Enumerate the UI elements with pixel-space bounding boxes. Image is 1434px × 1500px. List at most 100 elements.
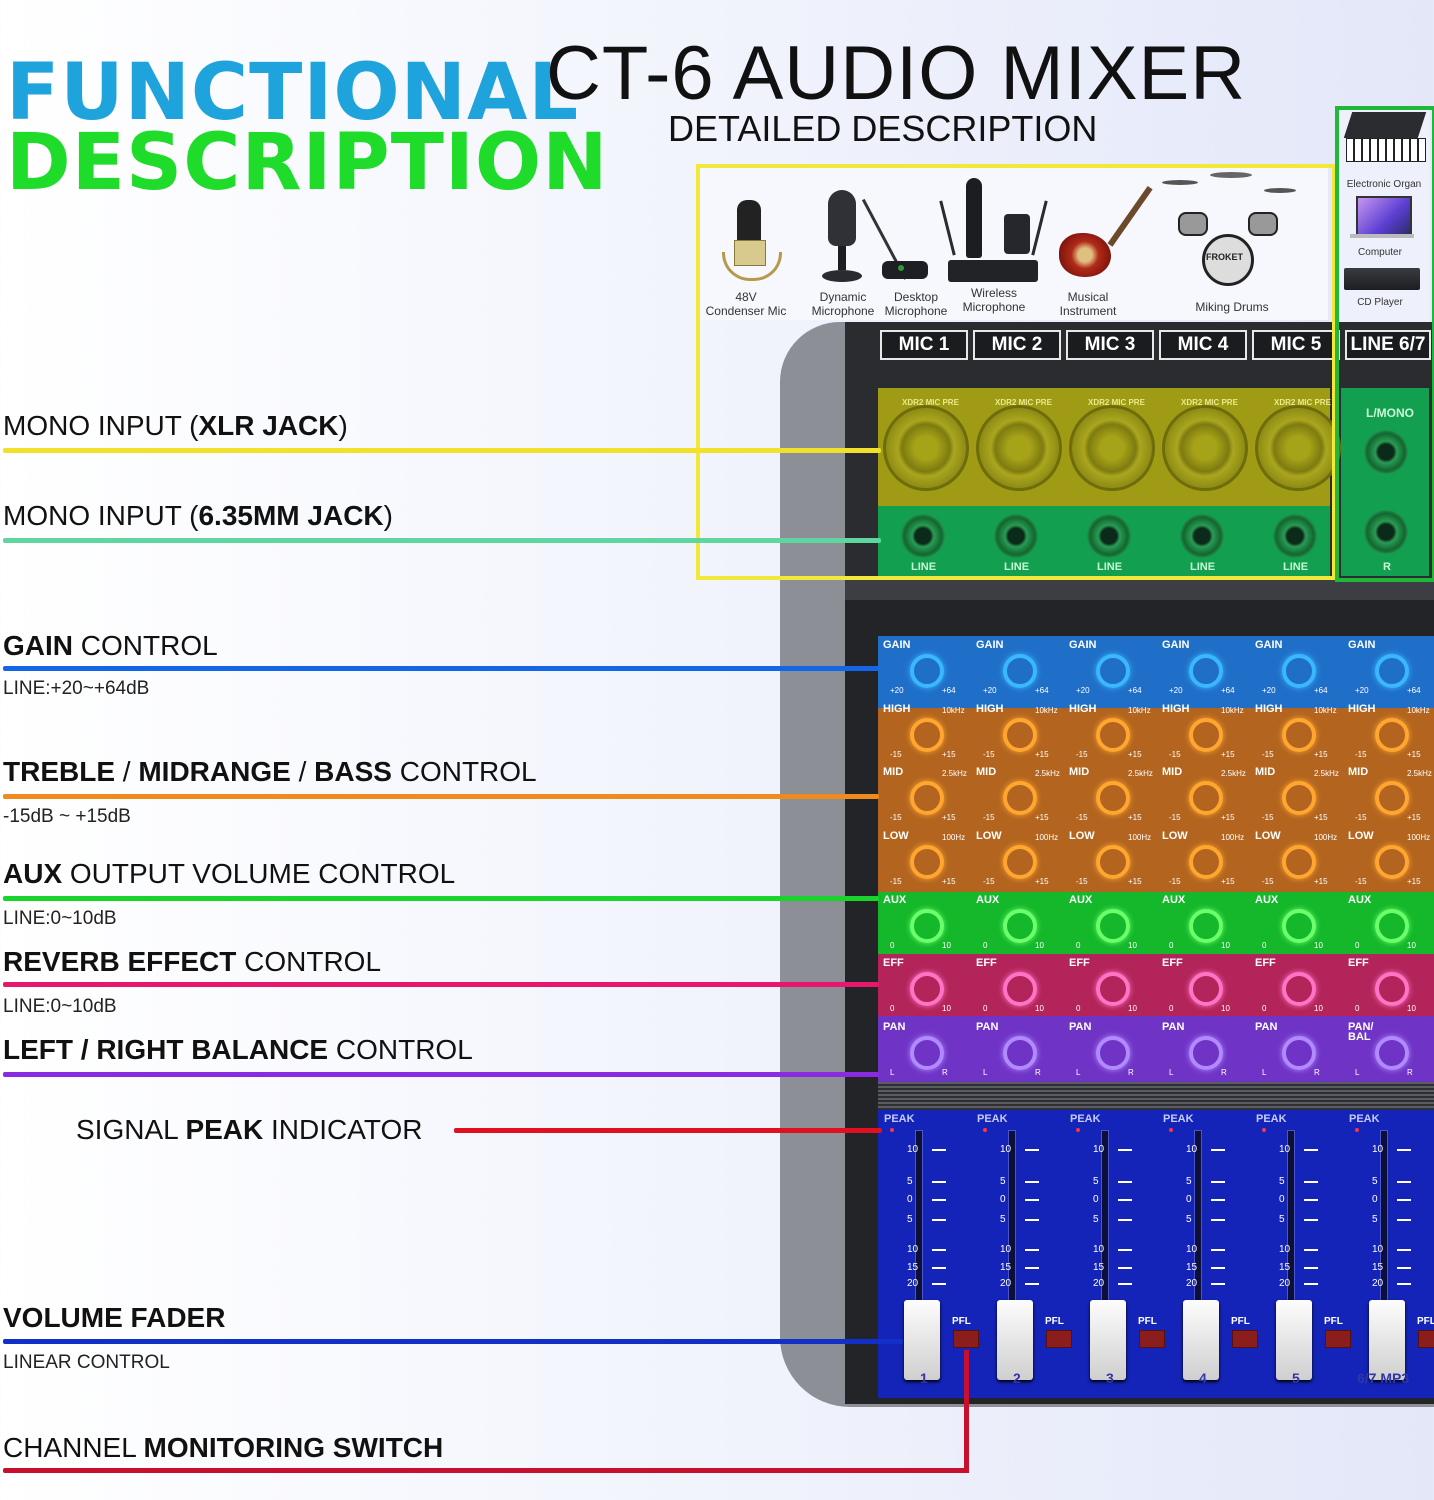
xlr-jack[interactable] <box>883 405 969 491</box>
eff-knob[interactable] <box>1189 972 1223 1006</box>
fader-scale-label: 0 <box>1093 1194 1099 1205</box>
pan-label: PAN <box>883 1021 906 1033</box>
high-eq-knob[interactable] <box>1189 718 1223 752</box>
pan-max: R <box>942 1068 948 1077</box>
high-eq-knob[interactable] <box>1375 718 1409 752</box>
pan-knob[interactable] <box>1003 1036 1037 1070</box>
aux-knob[interactable] <box>1096 909 1130 943</box>
xlr-jack[interactable] <box>976 405 1062 491</box>
line-jack[interactable] <box>1273 514 1317 558</box>
gain-knob[interactable] <box>1003 654 1037 688</box>
pan-knob[interactable] <box>1282 1036 1316 1070</box>
high-eq-knob[interactable] <box>1096 718 1130 752</box>
low-eq-knob[interactable] <box>910 845 944 879</box>
eff-knob[interactable] <box>1003 972 1037 1006</box>
line-jack[interactable] <box>1180 514 1224 558</box>
peak-led <box>1169 1128 1173 1132</box>
low-eq-knob[interactable] <box>1189 845 1223 879</box>
gain-knob[interactable] <box>1282 654 1316 688</box>
fader-scale-label: 5 <box>1093 1176 1099 1187</box>
eff-knob[interactable] <box>910 972 944 1006</box>
gain-knob[interactable] <box>1096 654 1130 688</box>
high-eq-label: HIGH <box>1348 703 1376 715</box>
lmono-jack[interactable] <box>1364 430 1408 474</box>
line-jack[interactable] <box>994 514 1038 558</box>
low-eq-knob[interactable] <box>1096 845 1130 879</box>
line-jack[interactable] <box>901 514 945 558</box>
high-eq-knob[interactable] <box>1003 718 1037 752</box>
pan-knob[interactable] <box>1096 1036 1130 1070</box>
aux-knob[interactable] <box>1189 909 1223 943</box>
gain-max: +64 <box>1221 686 1235 695</box>
fader-channel-number: 3 <box>1106 1370 1114 1386</box>
mid-eq-knob[interactable] <box>1375 781 1409 815</box>
mid-eq-knob[interactable] <box>1003 781 1037 815</box>
volume-fader-knob[interactable] <box>904 1300 940 1380</box>
volume-fader-knob[interactable] <box>997 1300 1033 1380</box>
aux-knob[interactable] <box>1375 909 1409 943</box>
aux-knob[interactable] <box>910 909 944 943</box>
fader-scale-label: 10 <box>1000 1244 1012 1255</box>
low-eq-knob[interactable] <box>1282 845 1316 879</box>
pfl-switch[interactable] <box>1232 1330 1258 1348</box>
low-eq-knob[interactable] <box>1003 845 1037 879</box>
mid-eq-freq: 2.5kHz <box>1407 769 1432 778</box>
pfl-switch[interactable] <box>1046 1330 1072 1348</box>
xlr-preamp-text: XDR2 MIC PRE <box>1274 398 1331 407</box>
xlr-jack[interactable] <box>1255 405 1341 491</box>
aux-knob[interactable] <box>1003 909 1037 943</box>
aux-label: AUX <box>1069 894 1093 906</box>
pfl-switch[interactable] <box>953 1330 979 1348</box>
peak-led <box>1355 1128 1359 1132</box>
wireless-mic-label: Wireless Microphone <box>962 286 1026 314</box>
volume-fader-knob[interactable] <box>1276 1300 1312 1380</box>
high-eq-knob[interactable] <box>910 718 944 752</box>
low-eq-min: -15 <box>890 877 902 886</box>
mid-eq-knob[interactable] <box>1189 781 1223 815</box>
gain-knob[interactable] <box>1189 654 1223 688</box>
xlr-jack[interactable] <box>1162 405 1248 491</box>
xlr-jack[interactable] <box>1069 405 1155 491</box>
eff-min: 0 <box>1262 1004 1267 1013</box>
pfl-label: PFL <box>952 1316 971 1327</box>
peak-label: PEAK <box>884 1113 915 1125</box>
volume-fader-knob[interactable] <box>1090 1300 1126 1380</box>
eff-knob[interactable] <box>1096 972 1130 1006</box>
volume-fader-knob[interactable] <box>1183 1300 1219 1380</box>
aux-knob[interactable] <box>1282 909 1316 943</box>
pan-knob[interactable] <box>910 1036 944 1070</box>
pfl-switch[interactable] <box>1325 1330 1351 1348</box>
low-eq-knob[interactable] <box>1375 845 1409 879</box>
pfl-label: PFL <box>1417 1316 1434 1327</box>
low-eq-freq: 100Hz <box>1221 833 1245 842</box>
volume-fader-knob[interactable] <box>1369 1300 1405 1380</box>
low-eq-min: -15 <box>1076 877 1088 886</box>
fader-tick <box>1118 1181 1132 1183</box>
mid-eq-knob[interactable] <box>1096 781 1130 815</box>
line-jack[interactable] <box>1087 514 1131 558</box>
right-jack[interactable] <box>1364 510 1408 554</box>
eff-min: 0 <box>1076 1004 1081 1013</box>
mid-eq-knob[interactable] <box>1282 781 1316 815</box>
pan-knob[interactable] <box>1189 1036 1223 1070</box>
aux-band <box>878 892 1434 954</box>
fader-scale-label: 5 <box>907 1214 913 1225</box>
fader-scale-label: 10 <box>1093 1244 1105 1255</box>
mid-eq-knob[interactable] <box>910 781 944 815</box>
eff-knob[interactable] <box>1375 972 1409 1006</box>
gain-knob[interactable] <box>1375 654 1409 688</box>
aux-range: LINE:0~10dB <box>3 908 117 929</box>
pan-label: PAN/ BAL <box>1348 1021 1374 1043</box>
pfl-switch[interactable] <box>1139 1330 1165 1348</box>
high-eq-min: -15 <box>983 750 995 759</box>
eff-label: EFF <box>976 957 997 969</box>
aux-max: 10 <box>1314 941 1323 950</box>
high-eq-knob[interactable] <box>1282 718 1316 752</box>
gain-knob[interactable] <box>910 654 944 688</box>
pan-max: R <box>1314 1068 1320 1077</box>
pfl-switch[interactable] <box>1418 1330 1434 1348</box>
mic-input-highlight-frame <box>696 164 1336 580</box>
eff-knob[interactable] <box>1282 972 1316 1006</box>
pan-knob[interactable] <box>1375 1036 1409 1070</box>
fader-tick <box>1211 1149 1225 1151</box>
